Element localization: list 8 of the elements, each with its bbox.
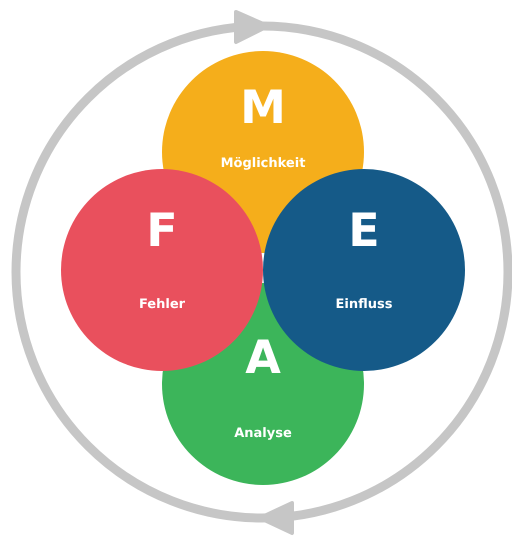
initial-letter: F [145, 205, 179, 255]
circle-label: Fehler [138, 296, 186, 314]
initial-letter: E [347, 205, 381, 255]
circle-label: Einfluss [334, 296, 394, 314]
initial-letter: M [239, 82, 287, 132]
circle-label: Analyse [233, 425, 293, 443]
circle-label: Möglichkeit [220, 155, 306, 173]
initial-letter: A [244, 332, 282, 382]
